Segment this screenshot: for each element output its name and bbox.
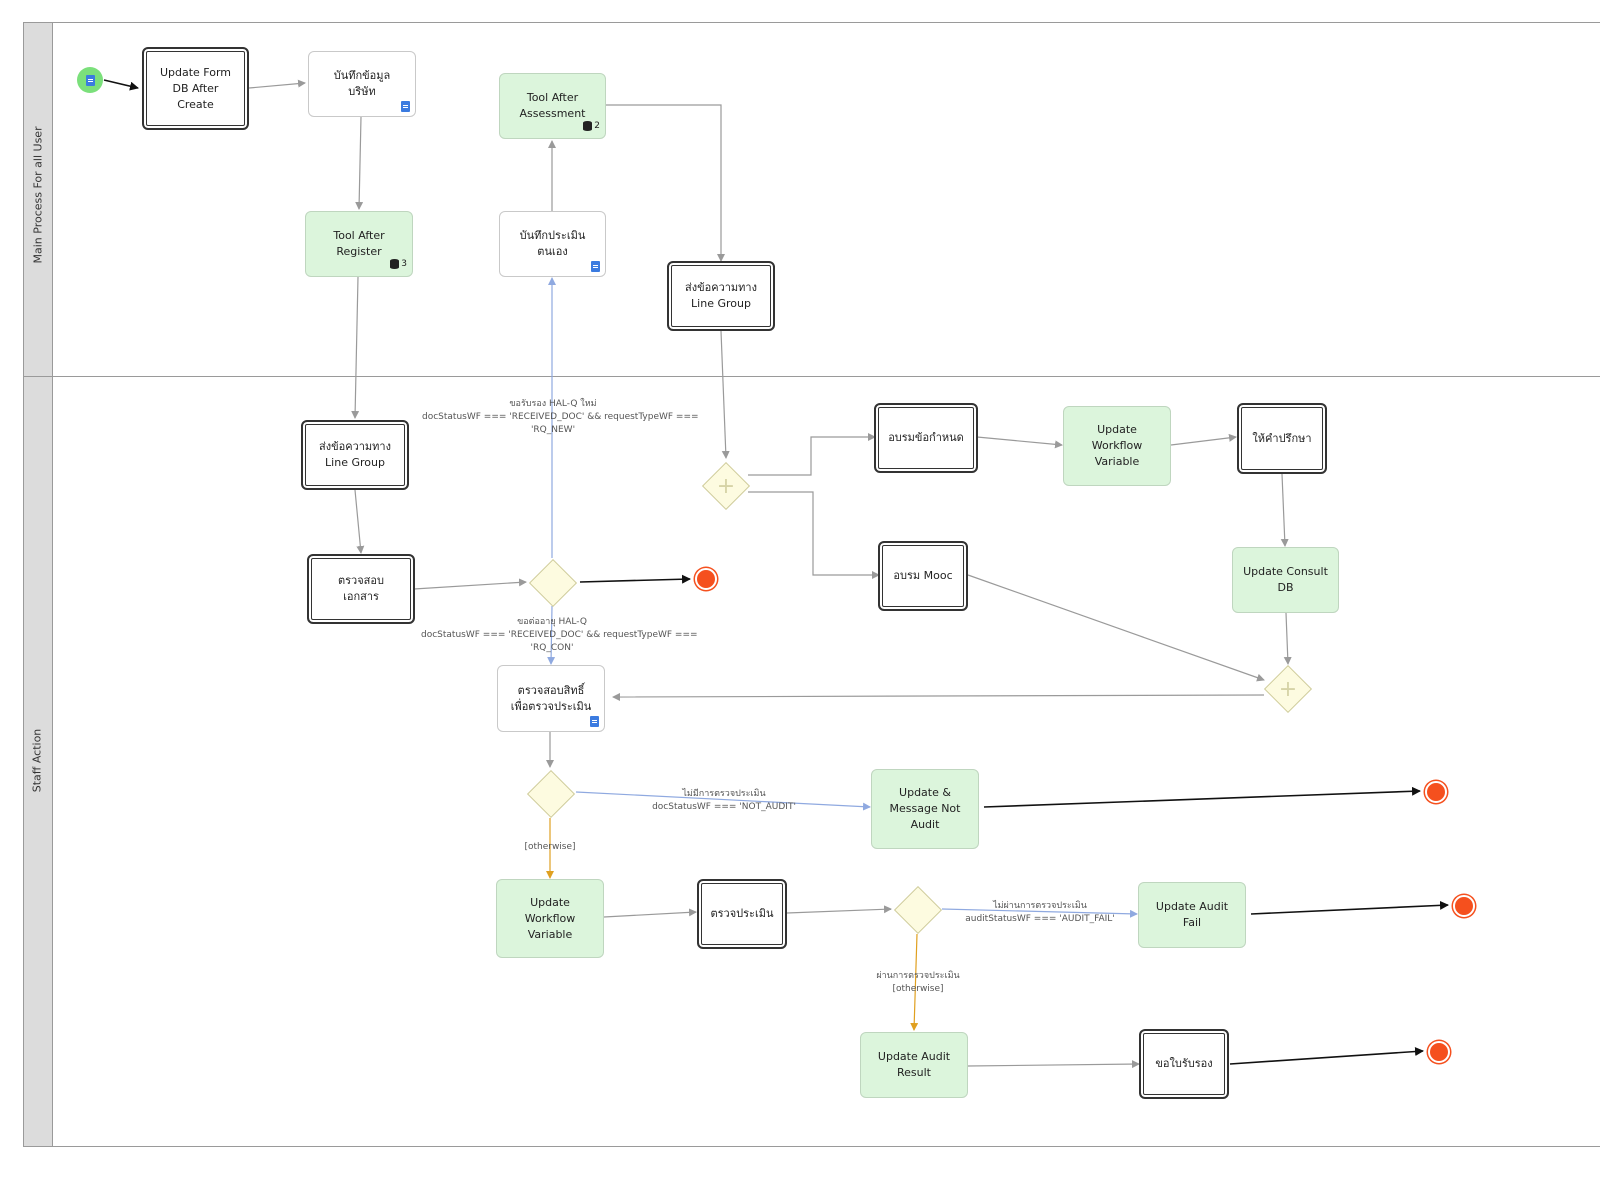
- task-tool-after-assessment[interactable]: Tool After Assessment 2: [499, 73, 606, 139]
- end-event-1[interactable]: [695, 568, 717, 590]
- flow-not-audit-to-end-2: [983, 786, 1421, 808]
- plus-icon: +: [716, 473, 736, 499]
- end-event-2[interactable]: [1425, 781, 1447, 803]
- task-update-audit-result[interactable]: Update Audit Result: [860, 1032, 968, 1098]
- end-event-4[interactable]: [1428, 1041, 1450, 1063]
- task-send-line-top[interactable]: ส่งข้อความทาง Line Group: [667, 261, 775, 331]
- task-give-consult[interactable]: ให้คำปรึกษา: [1237, 403, 1327, 474]
- task-check-docs[interactable]: ตรวจสอบ เอกสาร: [307, 554, 415, 624]
- document-icon: [85, 74, 95, 86]
- start-event[interactable]: [77, 67, 103, 93]
- database-icon: [390, 259, 400, 269]
- flow-mooc-to-join: [967, 574, 1265, 682]
- database-icon: [583, 121, 593, 131]
- flow-consult-to-update-consult-db: [1280, 473, 1289, 547]
- document-icon: [401, 101, 410, 112]
- task-update-workflow-variable-1[interactable]: Update Workflow Variable: [1063, 406, 1171, 486]
- flow-update-form-to-save-company: [248, 79, 306, 89]
- flow-train-to-update-wf: [976, 436, 1063, 449]
- flow-assess-to-gateway-3: [786, 905, 892, 914]
- flow-save-company-to-tool-register: [355, 116, 364, 210]
- task-train-required[interactable]: อบรมข้อกำหนด: [874, 403, 978, 473]
- lane-header-staff[interactable]: [23, 376, 53, 1147]
- lane-divider: [23, 376, 1600, 377]
- task-train-mooc[interactable]: อบรม Mooc: [878, 541, 968, 611]
- database-count: 3: [401, 259, 407, 269]
- flow-tool-assess-to-line-top: [606, 104, 725, 262]
- flow-audit-result-to-request-cert: [967, 1060, 1140, 1069]
- edge-label-audit-fail: ไม่ผ่านการตรวจประเมิน auditStatusWF === …: [965, 901, 1115, 924]
- flow-line-staff-to-check-docs: [354, 489, 365, 554]
- flow-parallel-to-mooc: [748, 491, 880, 579]
- flow-join-to-check-rights: [612, 692, 1265, 701]
- flow-update-wf-to-consult: [1170, 433, 1237, 446]
- task-assess[interactable]: ตรวจประเมิน: [697, 879, 787, 949]
- document-icon: [591, 261, 600, 272]
- task-update-workflow-variable-2[interactable]: Update Workflow Variable: [496, 879, 604, 958]
- flow-gateway-2-to-not-audit: [575, 791, 871, 811]
- flow-gateway-3-to-audit-result: [910, 933, 919, 1031]
- flow-check-docs-to-gateway: [413, 578, 527, 590]
- task-save-company[interactable]: บันทึกข้อมูล บริษัท: [308, 51, 416, 117]
- edge-label-otherwise: [otherwise]: [524, 842, 576, 852]
- flow-audit-fail-to-end-3: [1250, 900, 1449, 915]
- flow-gateway-to-end-1: [579, 574, 691, 584]
- edge-label-new-request: ขอรับรอง HAL-Q ใหม่ docStatusWF === 'REC…: [422, 399, 699, 435]
- flow-update-wf-2-to-assess: [603, 908, 697, 918]
- task-request-certificate[interactable]: ขอใบรับรอง: [1139, 1029, 1229, 1099]
- flow-gateway-3-to-audit-fail: [941, 908, 1138, 918]
- flow-parallel-to-train-required: [748, 433, 876, 476]
- plus-icon: +: [1278, 676, 1298, 702]
- flow-update-consult-db-to-join: [1283, 612, 1292, 665]
- task-send-line-staff[interactable]: ส่งข้อความทาง Line Group: [301, 420, 409, 490]
- flow-line-top-to-parallel: [720, 330, 730, 459]
- edge-label-audit-pass: ผ่านการตรวจประเมิน [otherwise]: [876, 971, 960, 994]
- task-tool-after-register[interactable]: Tool After Register 3: [305, 211, 413, 277]
- task-update-consult-db[interactable]: Update Consult DB: [1232, 547, 1339, 613]
- database-count: 2: [594, 121, 600, 131]
- flow-tool-register-to-line-staff: [351, 276, 360, 419]
- edge-label-continue-request: ขอต่ออายุ HAL-Q docStatusWF === 'RECEIVE…: [421, 617, 698, 653]
- end-event-3[interactable]: [1453, 895, 1475, 917]
- task-check-rights[interactable]: ตรวจสอบสิทธิ์ เพื่อตรวจประเมิน: [497, 665, 605, 732]
- edge-label-not-audit: ไม่มีการตรวจประเมิน docStatusWF === 'NOT…: [652, 789, 796, 812]
- flow-request-cert-to-end-4: [1229, 1047, 1424, 1065]
- task-update-audit-fail[interactable]: Update Audit Fail: [1138, 882, 1246, 948]
- task-self-assessment[interactable]: บันทึกประเมิน ตนเอง: [499, 211, 606, 277]
- task-update-form-db[interactable]: Update Form DB After Create: [142, 47, 249, 130]
- document-icon: [590, 716, 599, 727]
- flow-gateway-to-check-rights: [547, 605, 556, 665]
- task-update-message-not-audit[interactable]: Update & Message Not Audit: [871, 769, 979, 849]
- lane-header-main[interactable]: [23, 22, 53, 378]
- flow-start-to-update-form: [103, 79, 139, 91]
